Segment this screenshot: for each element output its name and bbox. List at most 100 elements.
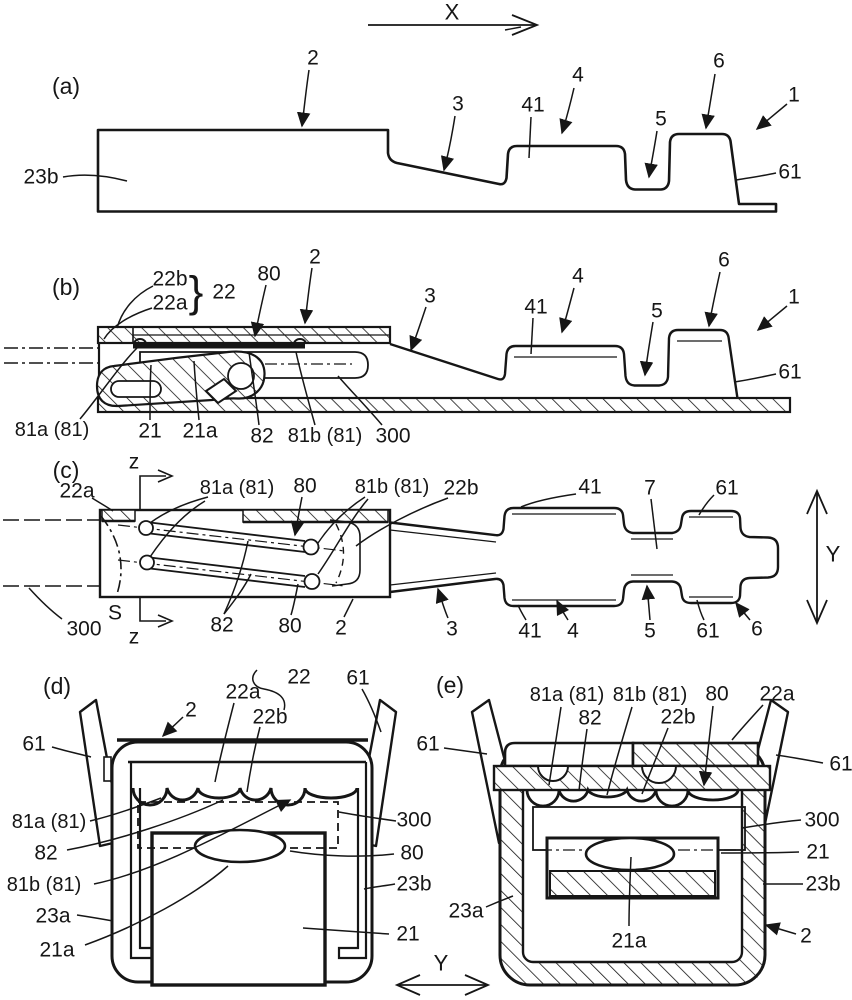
ref-label-61: 61 [696, 620, 719, 643]
phantom-wire-lines-b [4, 347, 98, 364]
ref-label-22a: 22a [152, 292, 187, 315]
ref-label-21a: 21a [611, 930, 646, 953]
bottom-plate-section [96, 396, 792, 414]
ref-label-5: 5 [651, 300, 663, 323]
dimple-notch-left [536, 765, 570, 782]
ref-label-22b: 22b [152, 268, 187, 291]
ref-label-23a: 23a [35, 905, 70, 928]
ref-label-X: X [445, 0, 460, 25]
ref-label--c-: (c) [53, 457, 80, 483]
ref-label-61: 61 [416, 733, 439, 756]
ref-label-21: 21 [138, 420, 161, 443]
ref-label-300: 300 [396, 809, 431, 832]
ref-label-21: 21 [806, 841, 829, 864]
ref-label-300: 300 [66, 618, 101, 641]
top-bar-hatched [631, 741, 760, 768]
ref-label-6: 6 [751, 618, 763, 641]
ref-label-80: 80 [705, 683, 728, 706]
ref-label-80: 80 [257, 263, 280, 286]
ref-label-22b: 22b [252, 706, 287, 729]
terminal-side-outline [96, 128, 778, 213]
ref-label-1: 1 [788, 286, 800, 309]
leader-lines-b [79, 267, 788, 426]
scalloped-plate-22b [525, 786, 740, 808]
ref-label-21a: 21a [182, 420, 217, 443]
ref-label-23b: 23b [23, 166, 58, 189]
top-bar-white [503, 741, 635, 768]
spring-tab-21a [204, 377, 238, 405]
scalloped-plate-22b [131, 787, 359, 807]
ref-label-22b: 22b [660, 706, 695, 729]
ref-label-7: 7 [644, 477, 656, 500]
ref-label-22a: 22a [225, 681, 260, 704]
ref-label-22b: 22b [443, 477, 478, 500]
strip-22b [242, 509, 389, 523]
wire-boundary-S [100, 515, 122, 595]
ref-label-S: S [108, 602, 122, 625]
spring-arm-lower [117, 554, 346, 590]
ref-label-80: 80 [278, 615, 301, 638]
plate-22a-section [492, 764, 772, 792]
ref-label-4: 4 [567, 620, 579, 643]
ref-label-5: 5 [655, 108, 667, 131]
ref-label-22a: 22a [759, 683, 794, 706]
ref-label-6: 6 [718, 249, 730, 272]
ref-label-6: 6 [713, 50, 725, 73]
inner-wall-right [337, 762, 368, 960]
section-marker-z-bottom [139, 598, 175, 628]
ref-label-41: 41 [524, 296, 547, 319]
contact-dimple-81b [293, 338, 307, 345]
ref-label-3: 3 [452, 93, 464, 116]
ref-label-2: 2 [309, 246, 321, 269]
ref-label-81a-81-: 81a (81) [200, 477, 275, 499]
spring-fold-outline [329, 519, 361, 587]
ref-label--a-: (a) [52, 73, 80, 99]
ref-label-2: 2 [335, 617, 347, 640]
ref-label-4: 4 [572, 64, 584, 87]
shaft-outline-top-view [389, 506, 780, 608]
ref-label-3: 3 [446, 618, 458, 641]
ref-label-21a: 21a [39, 939, 74, 962]
leader-lines-e [443, 704, 824, 936]
leader-lines-a [62, 69, 788, 182]
ref-label-41: 41 [518, 620, 541, 643]
ref-label-1: 1 [788, 84, 800, 107]
box-21-hatched-band [549, 870, 716, 897]
ref-label-41: 41 [578, 476, 601, 499]
ref-label-82: 82 [578, 707, 601, 730]
ref-label-3: 3 [424, 285, 436, 308]
ref-label-61: 61 [778, 361, 801, 384]
ref-label-22: 22 [212, 281, 235, 304]
ref-label-81b-81-: 81b (81) [7, 874, 82, 896]
y-axis-arrow-de [394, 974, 491, 996]
section-marker-z-top [139, 469, 175, 509]
ref-label-82: 82 [250, 425, 273, 448]
ref-label-81b-81-: 81b (81) [613, 684, 688, 706]
ref-label-z: z [129, 451, 140, 474]
ref-label-82: 82 [210, 614, 233, 637]
ref-label-61: 61 [715, 477, 738, 500]
ref-label-81b-81-: 81b (81) [288, 425, 363, 447]
ref-label-Y: Y [826, 542, 841, 567]
spring-loop [227, 362, 255, 390]
ref-label-z: z [129, 626, 140, 649]
y-axis-arrow-c [806, 488, 828, 626]
ref-label-2: 2 [800, 925, 812, 948]
terminal-wall-profile [389, 328, 739, 399]
ref-label--d-: (d) [43, 673, 71, 699]
ref-label-22: 22 [287, 666, 310, 689]
ref-label-22a: 22a [59, 480, 94, 503]
ref-label-5: 5 [644, 620, 656, 643]
ref-label-80: 80 [400, 842, 423, 865]
leader-lines-c [28, 493, 751, 621]
